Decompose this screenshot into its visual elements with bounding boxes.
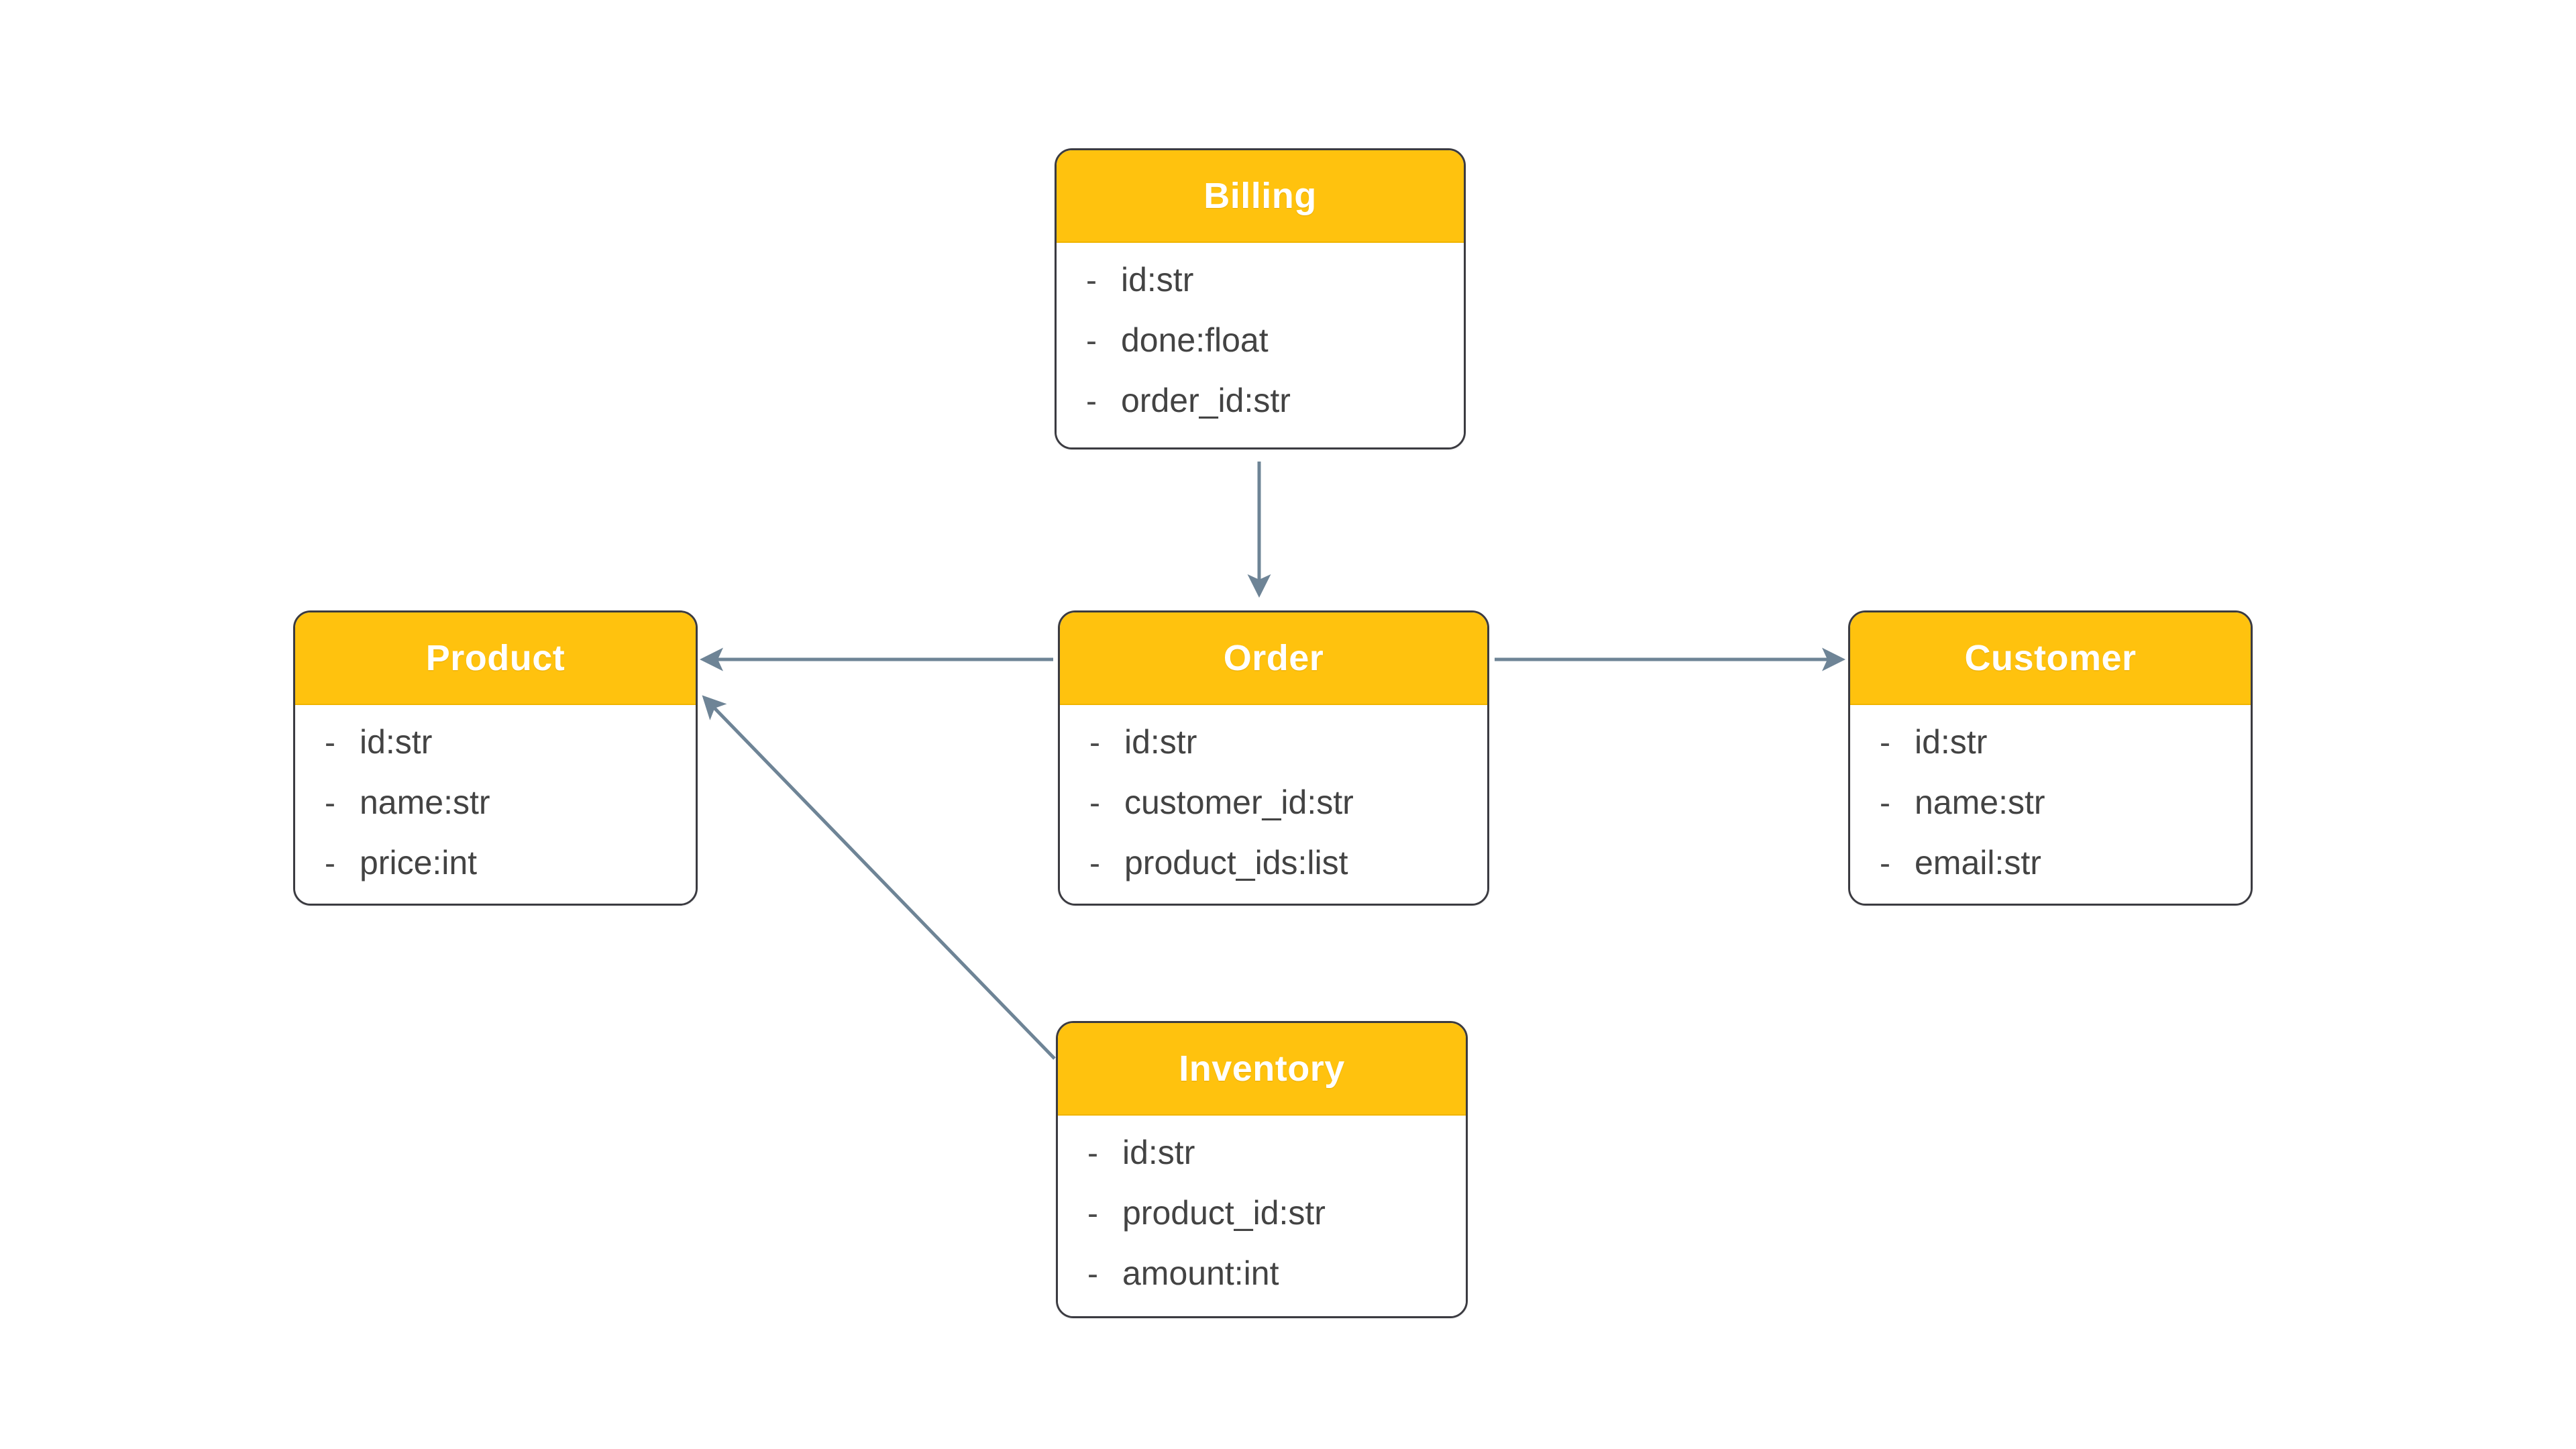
attribute-bullet-icon: - [325,725,335,761]
entity-attributes-customer: -id:str-name:str-email:str [1850,705,2251,904]
attribute-row: -id:str [1060,725,1487,786]
attribute-row: -customer_id:str [1060,786,1487,846]
entity-title-inventory: Inventory [1179,1049,1345,1089]
entity-header-billing: Billing [1057,150,1464,243]
attribute-row: -id:str [1850,725,2251,786]
entity-title-customer: Customer [1964,638,2137,678]
entity-box-order[interactable]: Order-id:str-customer_id:str-product_ids… [1058,610,1489,906]
attribute-row: -name:str [1850,786,2251,846]
attribute-row: -id:str [295,725,696,786]
attribute-bullet-icon: - [1880,725,1890,761]
attribute-label: customer_id:str [1124,784,1354,821]
entity-title-billing: Billing [1203,176,1317,216]
attribute-bullet-icon: - [1086,263,1097,299]
entity-box-inventory[interactable]: Inventory-id:str-product_id:str-amount:i… [1056,1021,1468,1318]
attribute-label: id:str [1121,261,1194,299]
attribute-bullet-icon: - [1087,1196,1098,1232]
attribute-label: done:float [1121,321,1269,359]
attribute-row: -product_ids:list [1060,844,1487,904]
attribute-bullet-icon: - [1087,1256,1098,1292]
entity-attributes-billing: -id:str-done:float-order_id:str [1057,243,1464,447]
attribute-label: product_ids:list [1124,844,1348,881]
attribute-row: -id:str [1058,1136,1466,1196]
attribute-row: -amount:int [1058,1254,1466,1316]
attribute-row: -id:str [1057,263,1464,323]
attribute-label: email:str [1915,844,2041,881]
entity-attributes-inventory: -id:str-product_id:str-amount:int [1058,1116,1466,1316]
attribute-label: id:str [1122,1134,1195,1171]
entity-box-product[interactable]: Product-id:str-name:str-price:int [293,610,698,906]
attribute-bullet-icon: - [1880,846,1890,881]
attribute-label: name:str [1915,784,2045,821]
attribute-bullet-icon: - [1089,725,1100,761]
attribute-bullet-icon: - [1880,786,1890,821]
attribute-row: -email:str [1850,844,2251,904]
entity-box-customer[interactable]: Customer-id:str-name:str-email:str [1848,610,2253,906]
attribute-label: id:str [360,723,433,761]
attribute-label: id:str [1915,723,1988,761]
entity-header-customer: Customer [1850,612,2251,705]
entity-header-inventory: Inventory [1058,1023,1466,1116]
edge-inventory-to-product [702,695,1056,1060]
attribute-bullet-icon: - [325,786,335,821]
attribute-bullet-icon: - [1089,786,1100,821]
attribute-bullet-icon: - [325,846,335,881]
attribute-label: product_id:str [1122,1194,1326,1232]
attribute-bullet-icon: - [1089,846,1100,881]
attribute-label: order_id:str [1121,382,1291,419]
attribute-row: -name:str [295,786,696,846]
entity-title-order: Order [1223,638,1324,678]
attribute-bullet-icon: - [1087,1136,1098,1171]
entity-attributes-product: -id:str-name:str-price:int [295,705,696,904]
entity-box-billing[interactable]: Billing-id:str-done:float-order_id:str [1055,148,1466,449]
attribute-row: -product_id:str [1058,1196,1466,1256]
attribute-label: id:str [1124,723,1197,761]
attribute-label: name:str [360,784,490,821]
entity-header-product: Product [295,612,696,705]
attribute-row: -done:float [1057,323,1464,384]
entity-attributes-order: -id:str-customer_id:str-product_ids:list [1060,705,1487,904]
attribute-row: -order_id:str [1057,384,1464,444]
entity-title-product: Product [425,638,566,678]
attribute-row: -price:int [295,844,696,904]
entity-header-order: Order [1060,612,1487,705]
attribute-bullet-icon: - [1086,384,1097,419]
attribute-bullet-icon: - [1086,323,1097,359]
attribute-label: price:int [360,844,478,881]
attribute-label: amount:int [1122,1254,1279,1292]
